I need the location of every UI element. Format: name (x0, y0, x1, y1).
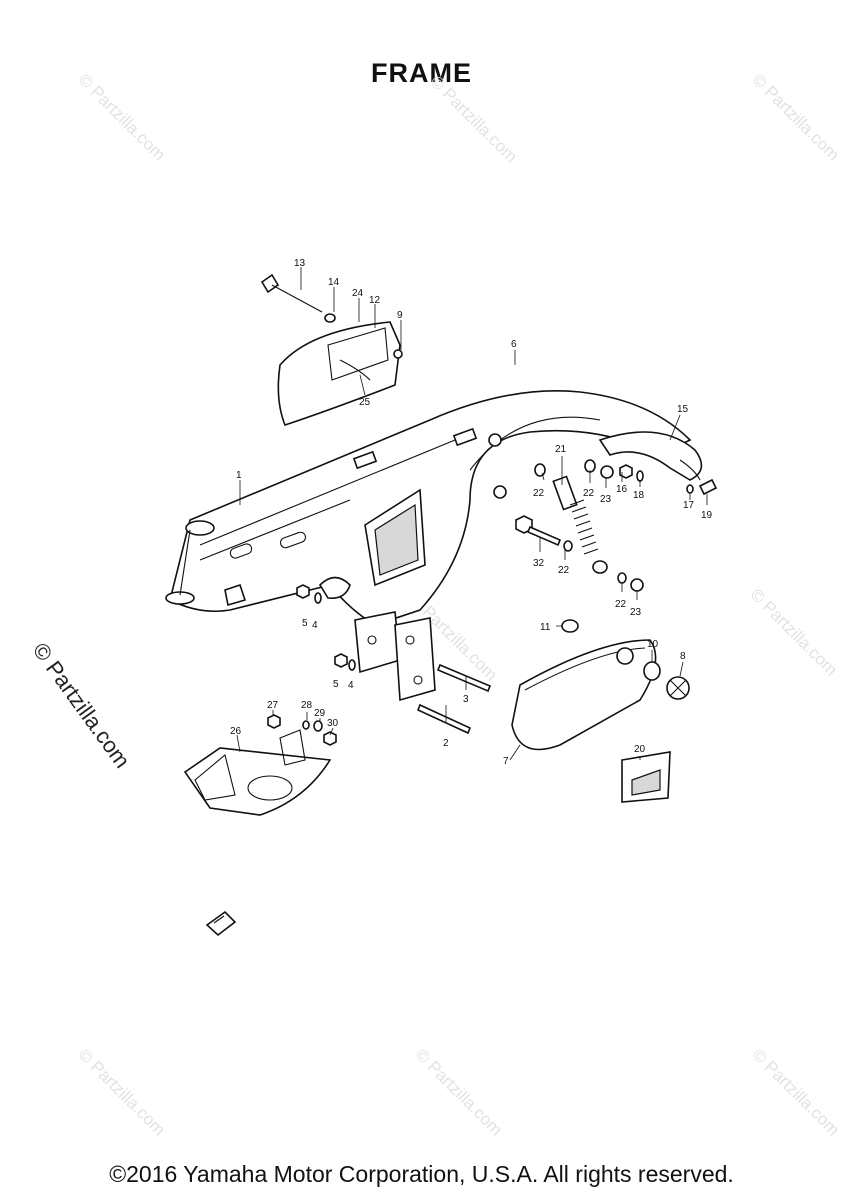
callout-26: 26 (230, 726, 242, 737)
callout-16: 16 (616, 484, 628, 495)
callout-27: 27 (267, 700, 279, 711)
callout-14: 14 (328, 277, 340, 288)
skid-plate-fasteners (267, 714, 337, 746)
cover-fasteners (561, 619, 690, 700)
callout-15: 15 (677, 404, 689, 415)
callout-12: 12 (369, 295, 381, 306)
nuts-washers (296, 584, 356, 671)
callout-18: 18 (633, 490, 645, 501)
callout-17: 17 (683, 500, 695, 511)
callout-22: 22 (558, 565, 570, 576)
callout-21: 21 (555, 444, 567, 455)
emblem-label (621, 751, 671, 803)
engine-mount-brackets (354, 611, 436, 702)
callout-19: 19 (701, 510, 713, 521)
leader-lines (236, 267, 708, 761)
callout-24: 24 (352, 288, 364, 299)
callout-7: 7 (503, 756, 509, 767)
main-frame (165, 390, 692, 626)
callout-11: 11 (540, 622, 551, 633)
callout-labels: 1 2 3 4 4 5 5 6 7 8 9 10 11 12 13 14 15 … (230, 258, 713, 767)
callout-10: 10 (647, 639, 659, 650)
rear-fender (598, 431, 703, 481)
callout-22: 22 (615, 599, 627, 610)
callout-32: 32 (533, 558, 545, 569)
callout-4: 4 (348, 680, 354, 691)
skid-plate (183, 729, 332, 816)
callout-5: 5 (333, 679, 339, 690)
side-cover (511, 639, 657, 751)
callout-25: 25 (359, 397, 371, 408)
callout-6: 6 (511, 339, 517, 350)
callout-3: 3 (463, 694, 469, 705)
long-bolts (416, 663, 492, 735)
callout-8: 8 (680, 651, 686, 662)
callout-13: 13 (294, 258, 306, 269)
callout-23: 23 (630, 607, 642, 618)
copyright-footer: ©2016 Yamaha Motor Corporation, U.S.A. A… (109, 1161, 734, 1187)
callout-20: 20 (634, 744, 646, 755)
callout-2: 2 (443, 738, 449, 749)
battery-box (277, 321, 401, 426)
callout-23: 23 (600, 494, 612, 505)
diagram-title: FRAME (371, 58, 472, 88)
callout-4: 4 (312, 620, 318, 631)
shock-bolt (515, 515, 562, 547)
callout-30: 30 (327, 718, 339, 729)
rear-shock (552, 475, 608, 574)
box-fasteners (260, 273, 403, 359)
callout-22: 22 (533, 488, 545, 499)
callout-22: 22 (583, 488, 595, 499)
callout-5: 5 (302, 618, 308, 629)
callout-29: 29 (314, 708, 326, 719)
callout-9: 9 (397, 310, 403, 321)
callout-28: 28 (301, 700, 313, 711)
reference-icon (205, 910, 237, 937)
callout-1: 1 (236, 470, 242, 481)
